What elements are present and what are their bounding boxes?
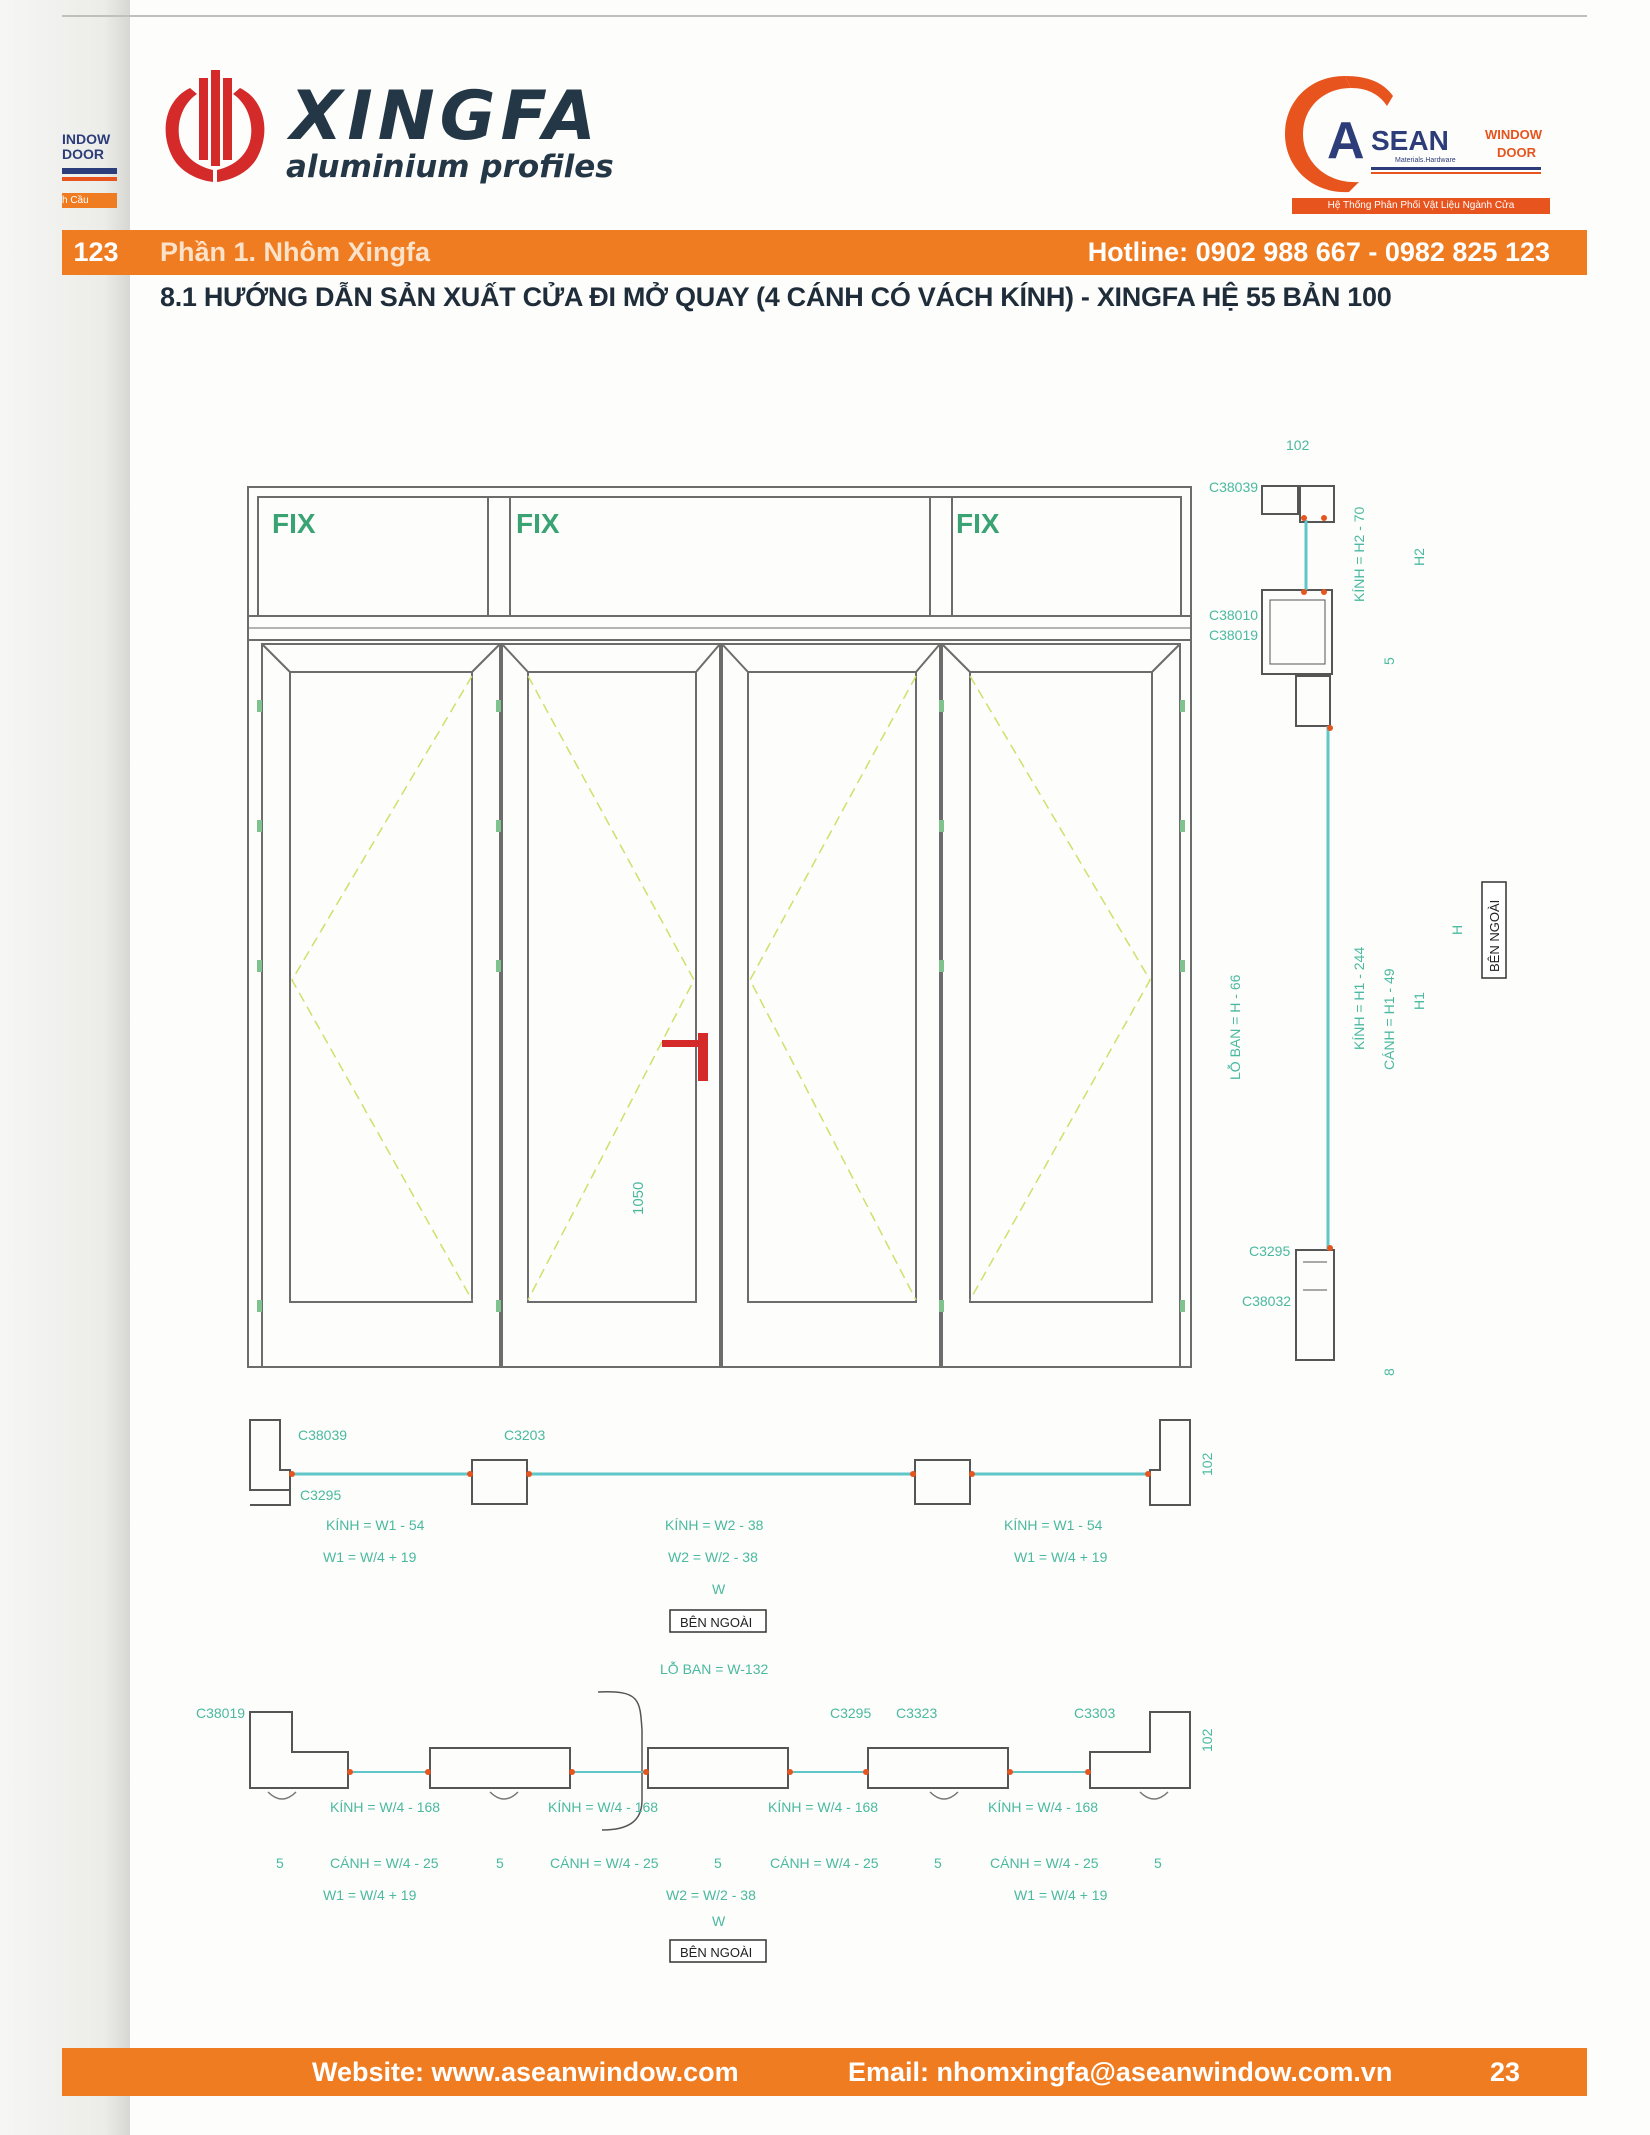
side-kinh-h1: KÍNH = H1 - 244 [1351, 947, 1367, 1050]
top-w1-left: W1 = W/4 + 19 [323, 1549, 417, 1565]
bottom-canh: CÁNH = W/4 - 25 [990, 1855, 1099, 1871]
door-handle-icon [662, 1033, 708, 1081]
asean-initial: A [1327, 112, 1365, 170]
side-top-dim: 102 [1286, 437, 1310, 453]
bottom-w2-mid: W2 = W/2 - 38 [666, 1887, 756, 1903]
edge-line: INDOW [62, 131, 111, 147]
top-w1-right: W1 = W/4 + 19 [1014, 1549, 1108, 1565]
bottom-kinh: KÍNH = W/4 - 168 [330, 1799, 440, 1815]
bottom-w: W [712, 1913, 726, 1929]
profile-code: C38019 [196, 1705, 245, 1721]
asean-side-2: DOOR [1497, 145, 1537, 160]
asean-logo: A SEAN WINDOW DOOR Materials.Hardware [1285, 76, 1543, 193]
profile-code: C38010 [1209, 607, 1258, 623]
profile-code: C3295 [830, 1705, 871, 1721]
fix-label: FIX [272, 508, 316, 539]
brand-name: XINGFA [290, 77, 601, 156]
section-label: Phần 1. Nhôm Xingfa [160, 237, 431, 267]
profile-code: C3203 [504, 1427, 545, 1443]
profile-code: C3295 [300, 1487, 341, 1503]
side-h1: H1 [1411, 992, 1427, 1010]
profile-code: C3323 [896, 1705, 937, 1721]
bottom-gap: 5 [276, 1855, 284, 1871]
side-kinh-h2: KÍNH = H2 - 70 [1351, 506, 1367, 602]
top-w: W [712, 1581, 726, 1597]
top-kinh-mid: KÍNH = W2 - 38 [665, 1517, 764, 1533]
top-w2-mid: W2 = W/2 - 38 [668, 1549, 758, 1565]
side-h: H [1449, 925, 1465, 935]
profile-code: C3295 [1249, 1243, 1290, 1259]
bottom-gap: 5 [714, 1855, 722, 1871]
profile-code: C38039 [298, 1427, 347, 1443]
top-kinh-right: KÍNH = W1 - 54 [1004, 1517, 1103, 1533]
profile-code: C38039 [1209, 479, 1258, 495]
side-ben-ngoai: BÊN NGOÀI [1487, 900, 1502, 972]
bottom-canh: CÁNH = W/4 - 25 [330, 1855, 439, 1871]
bottom-w1-left: W1 = W/4 + 19 [323, 1887, 417, 1903]
footer-website: Website: www.aseanwindow.com [312, 2057, 739, 2087]
hotline: Hotline: 0902 988 667 - 0982 825 123 [1087, 237, 1550, 267]
side-canh-h1: CÁNH = H1 - 49 [1381, 968, 1397, 1070]
side-lo-ban: LỖ BAN = H - 66 [1226, 974, 1243, 1080]
footer-email: Email: nhomxingfa@aseanwindow.com.vn [848, 2057, 1393, 2087]
bottom-kinh: KÍNH = W/4 - 168 [988, 1799, 1098, 1815]
asean-main: SEAN [1371, 125, 1449, 156]
side-h2: H2 [1411, 548, 1427, 566]
top-ben-ngoai: BÊN NGOÀI [680, 1615, 752, 1630]
height-dimension: 1050 [630, 1182, 647, 1215]
footer-page-number: 23 [1490, 2057, 1521, 2087]
footer-bar [62, 2048, 1587, 2096]
edge-line: DOOR [62, 146, 104, 162]
bottom-canh: CÁNH = W/4 - 25 [550, 1855, 659, 1871]
asean-side-1: WINDOW [1485, 127, 1543, 142]
bottom-kinh: KÍNH = W/4 - 168 [768, 1799, 878, 1815]
profile-code: C3303 [1074, 1705, 1115, 1721]
page-title: 8.1 HƯỚNG DẪN SẢN XUẤT CỬA ĐI MỞ QUAY (4… [160, 282, 1392, 312]
bottom-lo-ban: LỖ BAN = W-132 [660, 1660, 769, 1677]
profile-code: C38032 [1242, 1293, 1291, 1309]
top-dim-102: 102 [1199, 1452, 1215, 1476]
binding-shadow [0, 0, 130, 2135]
top-rule [62, 15, 1587, 17]
bottom-ben-ngoai: BÊN NGOÀI [680, 1945, 752, 1960]
side-bottom: 8 [1381, 1368, 1397, 1376]
left-page-number: 123 [62, 230, 130, 275]
side-gap: 5 [1381, 657, 1397, 665]
xingfa-logo-icon [165, 70, 265, 182]
bottom-canh: CÁNH = W/4 - 25 [770, 1855, 879, 1871]
top-kinh-left: KÍNH = W1 - 54 [326, 1517, 425, 1533]
asean-tagline: Hệ Thống Phân Phối Vật Liệu Ngành Cửa [1292, 198, 1550, 214]
bottom-gap: 5 [934, 1855, 942, 1871]
brand-tagline: aluminium profiles [286, 149, 614, 185]
profile-code: C38019 [1209, 627, 1258, 643]
bottom-dim-102: 102 [1199, 1728, 1215, 1752]
fix-label: FIX [956, 508, 1000, 539]
bottom-gap: 5 [496, 1855, 504, 1871]
bottom-gap: 5 [1154, 1855, 1162, 1871]
header-bar [62, 230, 1587, 275]
asean-small: Materials.Hardware [1395, 157, 1456, 164]
bottom-kinh: KÍNH = W/4 - 168 [548, 1799, 658, 1815]
bottom-w1-right: W1 = W/4 + 19 [1014, 1887, 1108, 1903]
fix-label: FIX [516, 508, 560, 539]
adjacent-page-edge: INDOW DOOR h Cầu [62, 132, 117, 208]
edge-line: h Cầu [62, 193, 117, 208]
